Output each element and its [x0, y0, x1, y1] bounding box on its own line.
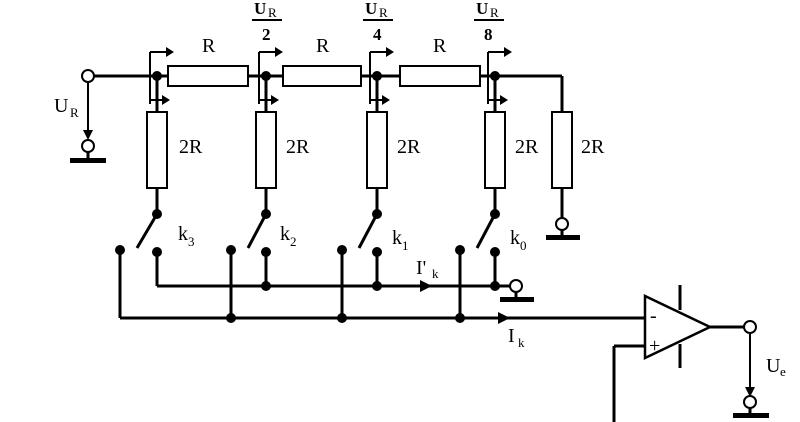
ik-label: I: [508, 325, 515, 347]
termination-label: 2R: [581, 136, 605, 158]
series-resistor-label-1: R: [202, 35, 216, 57]
termination-resistor: [551, 111, 573, 189]
shunt-label-k2: 2R: [286, 136, 310, 158]
switch-k0: [455, 209, 500, 257]
switch-k3: [115, 209, 162, 257]
svg-text:8: 8: [484, 25, 493, 44]
ur-input-label-sub: R: [70, 105, 79, 120]
series-resistor-2: [282, 65, 362, 87]
shunt-label-k3: 2R: [179, 136, 203, 158]
switch-label-k2-sub: 2: [290, 234, 297, 249]
shunt-resistor-k2: [255, 111, 277, 189]
switch-label-k2: k: [280, 223, 290, 245]
ik-prime-bus: [155, 252, 534, 302]
shunt-label-k0: 2R: [515, 136, 539, 158]
switch-k1: [337, 209, 382, 257]
shunt-resistor-k0: [484, 111, 506, 189]
ue-output-label: U: [766, 355, 781, 377]
svg-text:R: R: [268, 5, 277, 20]
svg-text:4: 4: [373, 25, 382, 44]
opamp-plus-label: +: [649, 335, 660, 357]
switch-label-k0-sub: 0: [520, 238, 527, 253]
svg-text:U: U: [476, 0, 488, 18]
ik-prime-label-sub: k: [432, 266, 439, 281]
series-resistor-label-2: R: [316, 35, 330, 57]
svg-text:U: U: [365, 0, 377, 18]
switch-label-k1-sub: 1: [402, 238, 409, 253]
svg-text:R: R: [490, 5, 499, 20]
ladder-branches: [146, 47, 580, 240]
svg-text:U: U: [254, 0, 266, 18]
shunt-resistor-k1: [366, 111, 388, 189]
opamp-minus-label: -: [650, 305, 657, 327]
op-amp: [612, 285, 769, 422]
ik-label-sub: k: [518, 335, 525, 350]
fraction-ur-4: U R 4: [363, 0, 393, 44]
svg-text:2: 2: [262, 25, 271, 44]
fraction-ur-2: U R 2: [252, 0, 282, 44]
switch-label-k1: k: [392, 227, 402, 249]
switch-label-k3-sub: 3: [188, 234, 195, 249]
switch-k2: [226, 209, 271, 257]
shunt-label-k1: 2R: [397, 136, 421, 158]
ur-input-label: U: [54, 95, 69, 117]
switch-label-k0: k: [510, 227, 520, 249]
switch-label-k3: k: [178, 223, 188, 245]
series-resistor-3: [399, 65, 481, 87]
shunt-resistor-k3: [146, 111, 168, 189]
ik-prime-label: I': [416, 257, 426, 279]
ue-output-label-sub: e: [780, 364, 786, 379]
series-resistor-label-3: R: [433, 35, 447, 57]
series-resistor-1: [167, 65, 249, 87]
ik-bus: [118, 250, 645, 324]
svg-text:R: R: [379, 5, 388, 20]
fraction-ur-8: U R 8: [474, 0, 504, 44]
